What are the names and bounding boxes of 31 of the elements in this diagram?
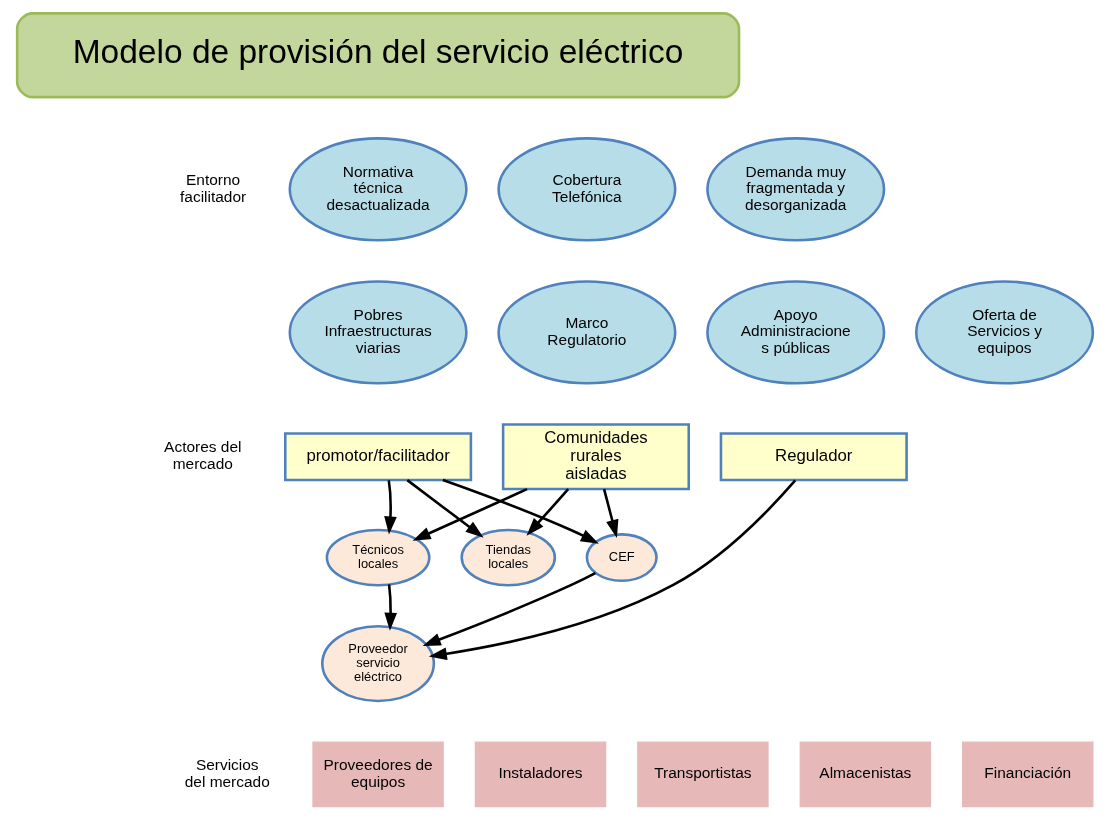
arrow bbox=[422, 572, 596, 646]
node-ellipse: Oferta de Servicios y equipos bbox=[914, 280, 1095, 385]
node-ellipse: Pobres Infraestructuras viarias bbox=[288, 280, 468, 385]
arrow bbox=[602, 488, 619, 538]
node-ellipse: Marco Regulatorio bbox=[497, 280, 677, 385]
node-ellipse: Normativa técnica desactualizada bbox=[288, 137, 468, 242]
node-box: Comunidades rurales aisladas bbox=[501, 423, 691, 491]
arrow bbox=[442, 478, 599, 544]
node-box: promotor/facilitador bbox=[283, 432, 473, 482]
node-box: Almacenistas bbox=[799, 741, 932, 808]
node-box: Regulador bbox=[719, 432, 908, 482]
node-ellipse: Apoyo Administracione s públicas bbox=[706, 280, 886, 385]
node-box: Modelo de provisión del servicio eléctrico bbox=[15, 12, 741, 99]
node-ellipse: Demanda muy fragmentada y desorganizada bbox=[706, 137, 886, 242]
arrow bbox=[406, 479, 484, 538]
label: Actores del mercado bbox=[164, 438, 242, 473]
node-ellipse: Proveedor servicio eléctrico bbox=[321, 624, 436, 703]
arrow bbox=[384, 480, 397, 535]
arrow bbox=[526, 488, 570, 536]
arrow bbox=[428, 479, 797, 661]
node-ellipse: Cobertura Telefónica bbox=[497, 137, 677, 242]
node-box: Financiación bbox=[962, 741, 1094, 808]
arrow bbox=[384, 584, 397, 631]
node-ellipse: Tiendas locales bbox=[460, 528, 557, 587]
node-box: Transportistas bbox=[637, 741, 769, 808]
node-ellipse: CEF bbox=[585, 533, 658, 583]
label: Entorno facilitador bbox=[180, 170, 247, 205]
arrow bbox=[412, 488, 528, 541]
node-box: Instaladores bbox=[474, 741, 607, 808]
label: Servicios del mercado bbox=[184, 756, 270, 790]
node-box: Proveedores de equipos bbox=[312, 741, 444, 808]
